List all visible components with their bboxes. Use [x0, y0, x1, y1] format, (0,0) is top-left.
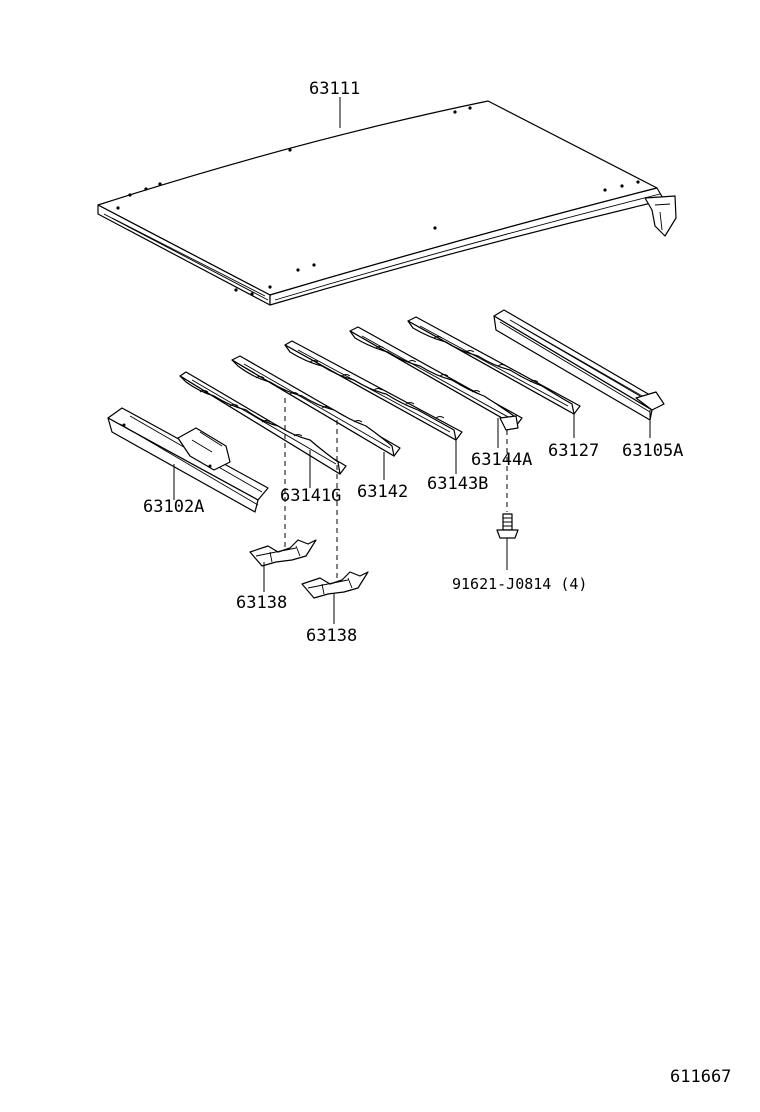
bolt-91621[interactable]	[496, 513, 519, 539]
label-63127: 63127	[548, 441, 599, 461]
label-63138-left: 63138	[236, 593, 287, 613]
label-91621: 91621-J0814 (4)	[452, 575, 587, 593]
roof-bow-63142[interactable]	[231, 355, 401, 457]
roof-bow-63144A[interactable]	[349, 326, 523, 431]
rear-roof-rail[interactable]	[107, 407, 269, 513]
roof-bow-63141G[interactable]	[179, 371, 347, 475]
label-63142: 63142	[357, 482, 408, 502]
label-63143B: 63143B	[427, 474, 488, 494]
bracket-63138-left[interactable]	[249, 539, 317, 567]
label-63138-right: 63138	[306, 626, 357, 646]
diagram-id: 611667	[670, 1067, 731, 1087]
label-63102A: 63102A	[143, 497, 204, 517]
label-63144A: 63144A	[471, 450, 532, 470]
roof-panel[interactable]	[97, 100, 677, 306]
label-63105A: 63105A	[622, 441, 683, 461]
bracket-63138-right[interactable]	[301, 571, 369, 599]
label-63141G: 63141G	[280, 486, 341, 506]
label-63111: 63111	[309, 79, 360, 99]
roof-holes	[116, 106, 640, 296]
roof-bow-63143B[interactable]	[284, 340, 463, 441]
front-roof-rail[interactable]	[493, 309, 665, 421]
roof-bow-63127[interactable]	[407, 316, 581, 415]
